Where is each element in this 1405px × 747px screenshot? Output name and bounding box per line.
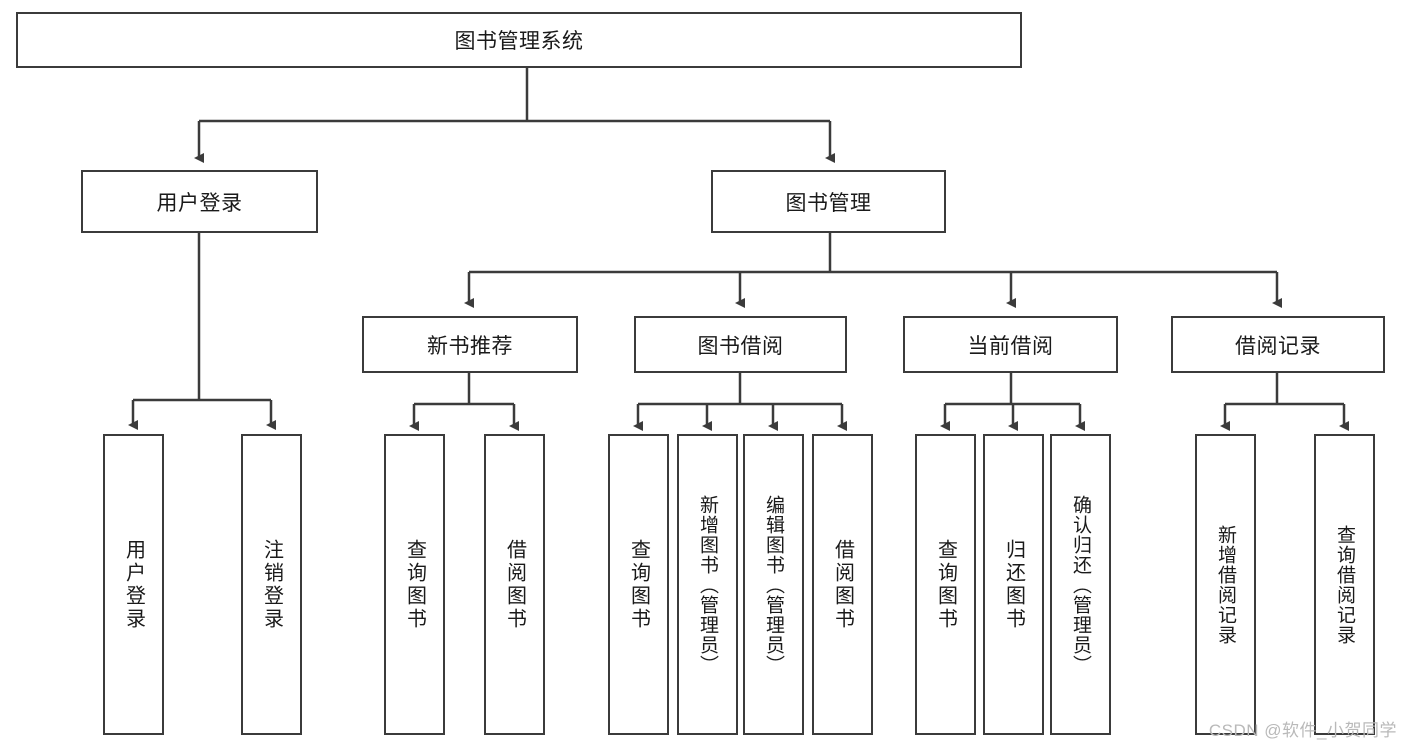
node-leaf-confirm-return-label: 确认归还（管理员）	[1070, 494, 1091, 675]
node-root-system[interactable]: 图书管理系统	[16, 12, 1022, 68]
node-leaf-query-book-new-label: 查询图书	[403, 538, 426, 631]
node-leaf-query-book-current-label: 查询图书	[934, 538, 957, 631]
node-user-login-label: 用户登录	[156, 191, 243, 215]
node-leaf-add-borrow-record[interactable]: 新增借阅记录	[1195, 434, 1256, 735]
node-leaf-query-book-current[interactable]: 查询图书	[915, 434, 976, 735]
node-leaf-user-login[interactable]: 用户登录	[103, 434, 164, 735]
node-leaf-return-book-label: 归还图书	[1002, 538, 1025, 631]
node-leaf-borrow-book-label: 借阅图书	[831, 538, 854, 631]
node-leaf-query-book-borrow[interactable]: 查询图书	[608, 434, 669, 735]
node-leaf-confirm-return[interactable]: 确认归还（管理员）	[1050, 434, 1111, 735]
node-leaf-add-book[interactable]: 新增图书（管理员）	[677, 434, 738, 735]
node-leaf-logout-label: 注销登录	[260, 538, 283, 631]
node-leaf-user-login-label: 用户登录	[122, 538, 145, 631]
node-borrow-record[interactable]: 借阅记录	[1171, 316, 1385, 373]
node-borrow-record-label: 借阅记录	[1235, 334, 1321, 358]
node-leaf-query-borrow-record-label: 查询借阅记录	[1334, 524, 1355, 645]
node-leaf-query-borrow-record[interactable]: 查询借阅记录	[1314, 434, 1375, 735]
node-leaf-add-book-label: 新增图书（管理员）	[697, 494, 718, 675]
node-new-book-recommend-label: 新书推荐	[427, 334, 513, 358]
node-book-borrow-label: 图书借阅	[697, 334, 784, 358]
node-leaf-edit-book[interactable]: 编辑图书（管理员）	[743, 434, 804, 735]
node-leaf-edit-book-label: 编辑图书（管理员）	[763, 494, 784, 675]
node-current-borrow[interactable]: 当前借阅	[903, 316, 1118, 373]
node-leaf-borrow-book-new[interactable]: 借阅图书	[484, 434, 545, 735]
node-leaf-borrow-book-new-label: 借阅图书	[503, 538, 526, 631]
node-leaf-return-book[interactable]: 归还图书	[983, 434, 1044, 735]
node-leaf-query-book-new[interactable]: 查询图书	[384, 434, 445, 735]
node-current-borrow-label: 当前借阅	[967, 334, 1054, 358]
node-book-manage-label: 图书管理	[785, 191, 872, 215]
node-leaf-logout[interactable]: 注销登录	[241, 434, 302, 735]
node-book-manage[interactable]: 图书管理	[711, 170, 946, 233]
node-user-login[interactable]: 用户登录	[81, 170, 318, 233]
node-book-borrow[interactable]: 图书借阅	[634, 316, 847, 373]
node-leaf-query-book-borrow-label: 查询图书	[627, 538, 650, 631]
node-leaf-add-borrow-record-label: 新增借阅记录	[1215, 524, 1236, 645]
node-leaf-borrow-book[interactable]: 借阅图书	[812, 434, 873, 735]
node-new-book-recommend[interactable]: 新书推荐	[362, 316, 578, 373]
node-root-label: 图书管理系统	[454, 30, 584, 53]
